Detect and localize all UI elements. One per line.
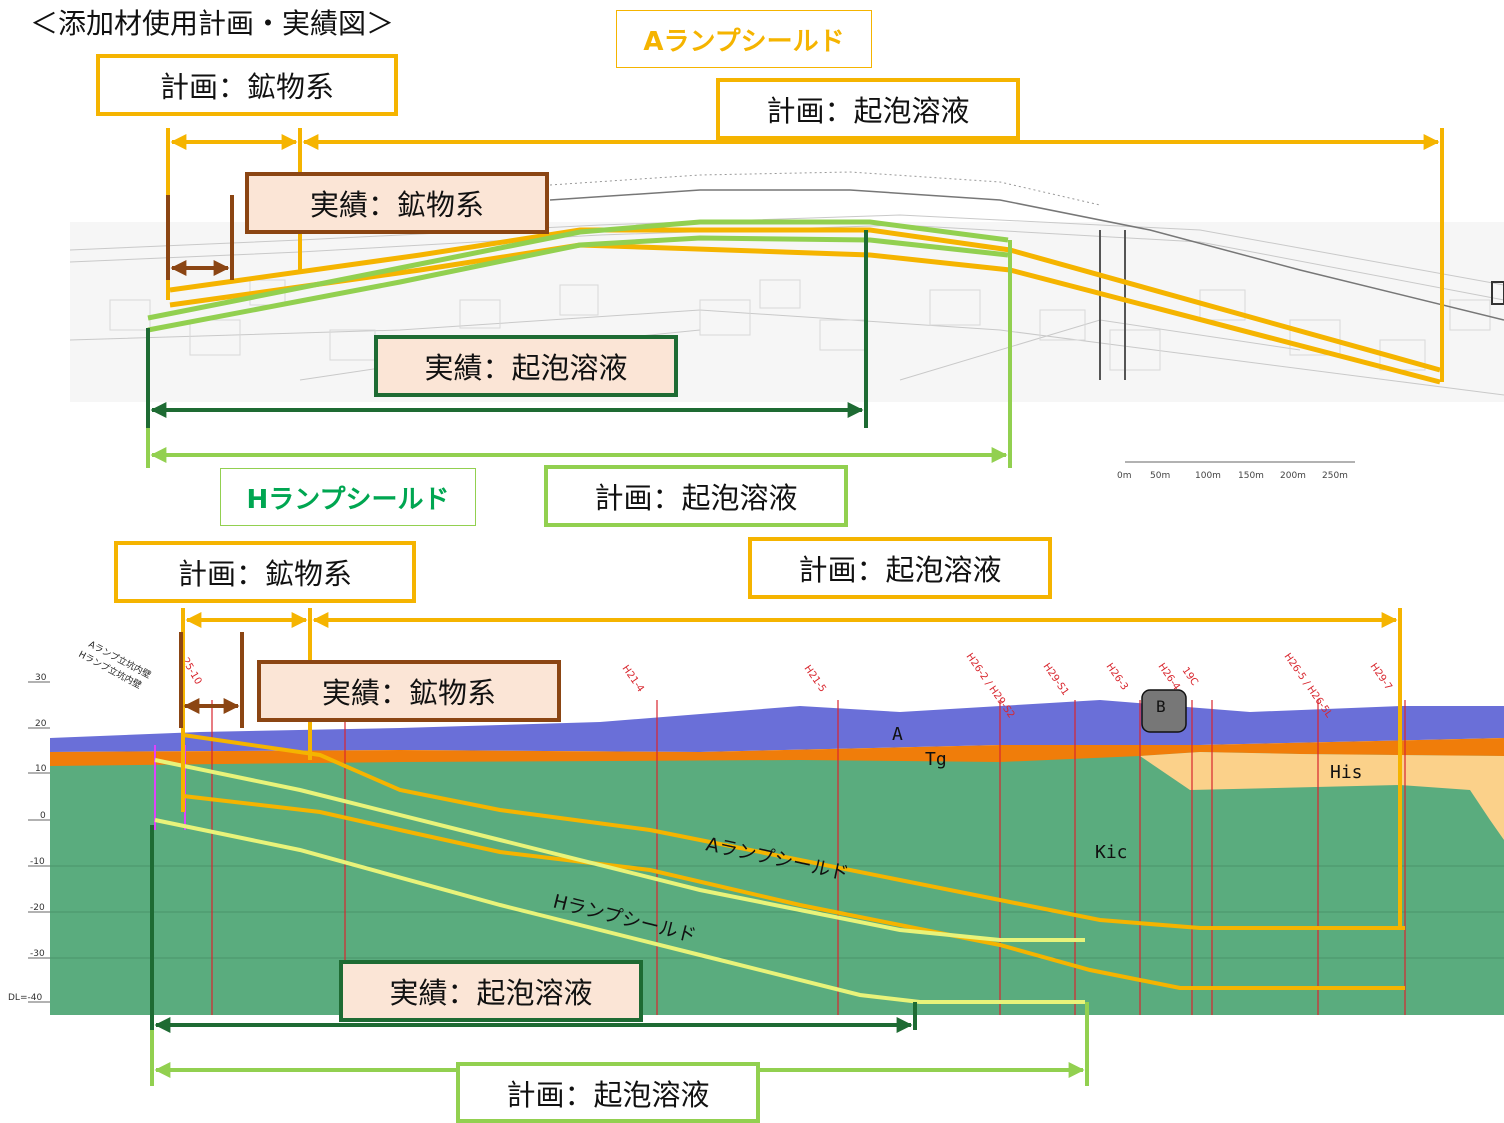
- layer-label-his: His: [1330, 762, 1363, 783]
- plan-foam-label-bottom-h: 計画：起泡溶液: [456, 1062, 760, 1123]
- layer-label-tg: Tg: [925, 749, 947, 770]
- scale-tick-1: 50m: [1150, 471, 1170, 481]
- h-shield-label: Hランプシールド: [220, 468, 476, 526]
- layer-label-b: B: [1156, 697, 1166, 716]
- borehole-h29-s1: H29-S1: [1041, 661, 1071, 697]
- layer-label-a: A: [892, 724, 903, 745]
- scale-tick-4: 200m: [1280, 471, 1306, 481]
- actual-mineral-label-bottom: 実績：鉱物系: [257, 660, 561, 722]
- profile-view-section: B 30 20 10 0 -10 -20 -30 DL=-40 Aランプ立坑内壁…: [8, 608, 1504, 1086]
- borehole-h21-4: H21-4: [620, 663, 646, 694]
- scale-tick-3: 150m: [1238, 471, 1264, 481]
- elev-10: 10: [35, 764, 47, 774]
- borehole-h26-3: H26-3: [1104, 661, 1130, 692]
- elev-30: 30: [35, 673, 47, 683]
- borehole-h29-7: H29-7: [1368, 661, 1394, 692]
- plan-mineral-label-top: 計画：鉱物系: [96, 54, 398, 116]
- borehole-h26-4: H26-4: [1156, 661, 1182, 692]
- actual-mineral-label-top: 実績：鉱物系: [245, 172, 549, 234]
- plan-foam-label-top-a: 計画：起泡溶液: [716, 78, 1020, 140]
- page-title: ＜添加材使用計画・実績図＞: [30, 7, 395, 40]
- elev-m10: -10: [30, 857, 45, 867]
- a-shield-label: Aランプシールド: [616, 10, 872, 68]
- elev-20: 20: [35, 719, 47, 729]
- elev-m20: -20: [30, 903, 45, 913]
- scale-tick-5: 250m: [1322, 471, 1348, 481]
- plan-mineral-label-bottom: 計画：鉱物系: [114, 541, 416, 603]
- layer-label-kic: Kic: [1095, 842, 1128, 863]
- plan-foam-label-bottom-a: 計画：起泡溶液: [748, 537, 1052, 599]
- scale-bar: 0m 50m 100m 150m 200m 250m: [1117, 461, 1355, 481]
- actual-foam-label-bottom: 実績：起泡溶液: [339, 960, 643, 1022]
- actual-foam-label-top: 実績：起泡溶液: [374, 335, 678, 397]
- elev-m40: DL=-40: [8, 993, 42, 1003]
- scale-tick-2: 100m: [1195, 471, 1221, 481]
- elev-m30: -30: [30, 949, 45, 959]
- plan-view-map: 0m 50m 100m 150m 200m 250m: [69, 128, 1504, 481]
- borehole-h21-5: H21-5: [802, 663, 828, 694]
- elev-0: 0: [40, 811, 46, 821]
- plan-foam-label-top-h: 計画：起泡溶液: [544, 465, 848, 527]
- scale-tick-0: 0m: [1117, 471, 1132, 481]
- borehole-19c: 19C: [1180, 665, 1200, 687]
